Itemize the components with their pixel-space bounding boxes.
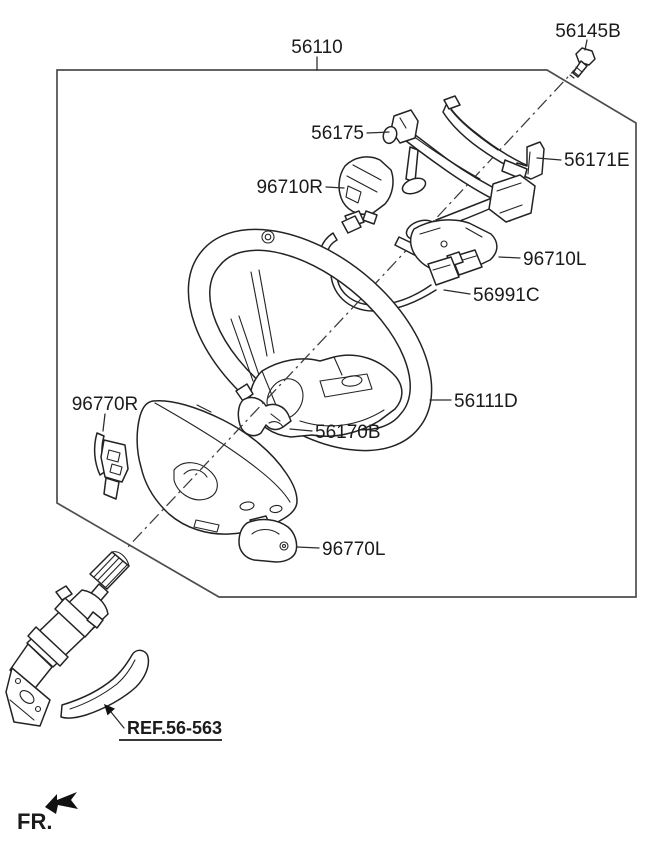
leader-56145b [584,39,588,51]
part-label-56171e: 56171E [564,150,630,171]
leader-56170b [289,428,313,432]
reference-label: REF.56-563 [127,718,222,738]
part-label-56111d: 56111D [454,391,518,412]
part-label-56145b: 56145B [555,21,621,42]
part-label-96710l: 96710L [523,249,586,270]
leader-56175 [366,131,390,134]
part-bracket-56171e [501,141,545,181]
assembly-centerline [359,63,581,301]
part-label-96710r: 96710R [256,177,323,198]
part-cover-96770l [238,515,298,563]
reference-callout: REF.56-563 [104,704,222,741]
part-label-56170b: 56170B [315,422,381,443]
part-label-56110: 56110 [291,37,342,58]
part-cover-96770r [93,432,129,500]
leader-56991c [443,289,471,295]
leader-96710r [325,186,345,189]
front-direction-label: FR. [17,809,52,834]
assembly-centerline-lower [125,299,361,550]
leader-96770r [102,413,106,432]
part-connector-56175 [382,109,419,145]
diagram-border [56,69,637,598]
part-label-96770r: 96770R [72,394,139,415]
front-direction-marker: FR. [17,792,78,834]
callouts: 56110 56145B 56175 56171E 96710R 96710L … [72,21,630,560]
ref-arrow-line [110,711,125,729]
part-label-56991c: 56991C [473,285,540,306]
part-screw-56145b [569,47,596,79]
part-steering-column [5,551,150,727]
part-label-96770l: 96770L [322,539,385,560]
leader-56171e [536,157,562,161]
part-switch-96710r [338,156,394,228]
ref-arrowhead-icon [104,704,115,716]
leader-96710l [498,256,521,259]
leader-96770l [296,546,320,549]
part-bracket-56170b [235,383,292,437]
front-direction-arrow-icon [45,792,78,814]
part-label-56175: 56175 [311,123,364,144]
